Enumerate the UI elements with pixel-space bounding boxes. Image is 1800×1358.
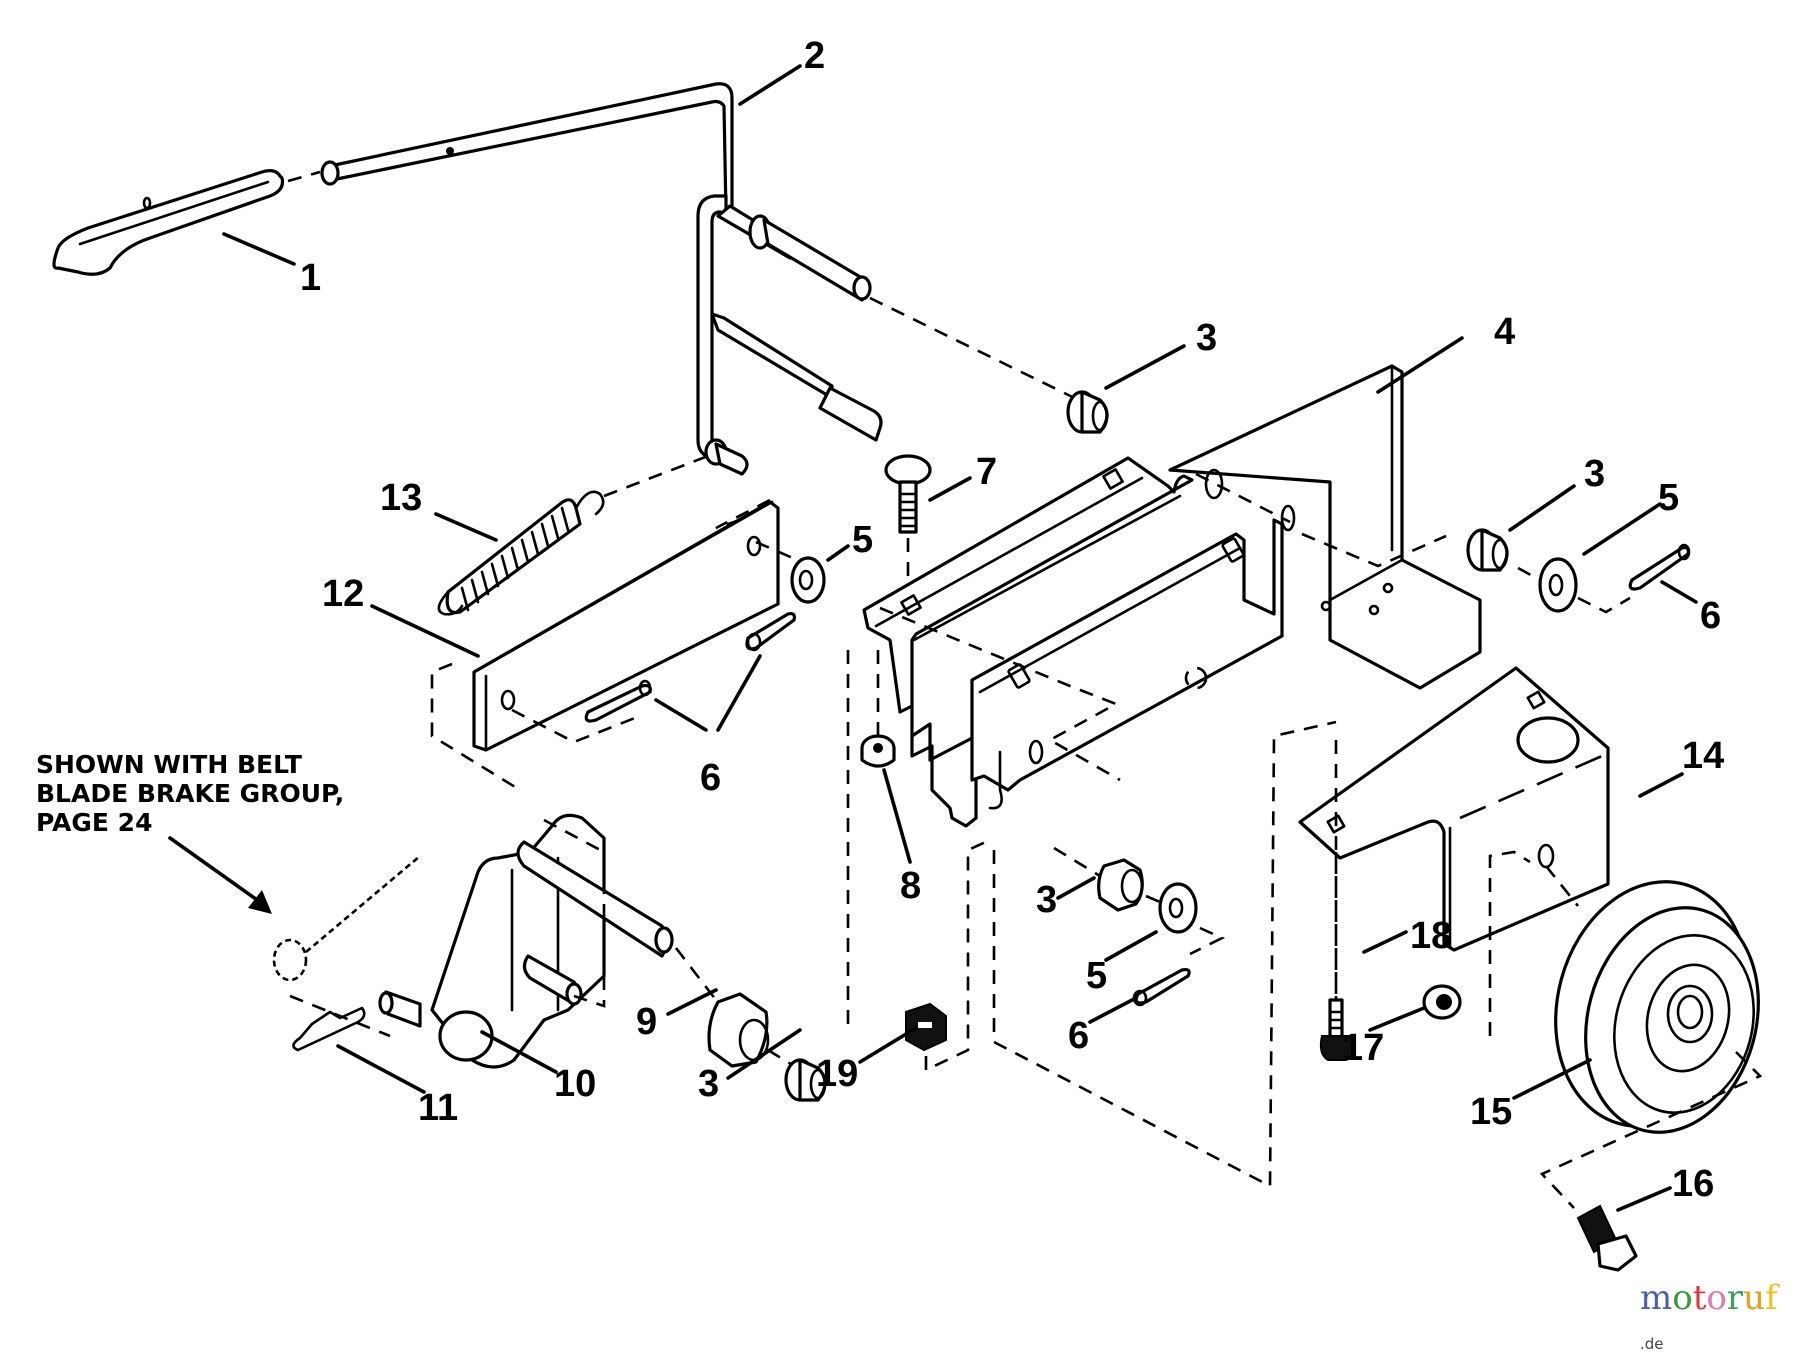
callout-18: 18: [1410, 915, 1452, 957]
part-6-cotter-pin-b[interactable]: [584, 679, 652, 723]
assembly-line: [1488, 850, 1580, 1036]
leader-lines: [222, 64, 1698, 1212]
part-1-handle-grip[interactable]: [52, 169, 285, 276]
part-14-pulley-bracket[interactable]: [1298, 666, 1610, 952]
part-15-pulley[interactable]: [1529, 860, 1783, 1152]
callout-17: 17: [1342, 1027, 1384, 1069]
callout-9: 9: [636, 1001, 657, 1043]
callout-5-right: 5: [1658, 477, 1679, 519]
callout-7: 7: [976, 451, 997, 493]
callout-19: 19: [816, 1053, 858, 1095]
watermark-letter: r: [1726, 1278, 1744, 1318]
callout-3-top: 3: [1196, 317, 1217, 359]
part-5-washer-b[interactable]: [1538, 557, 1578, 613]
assembly-line: [992, 720, 1337, 1189]
assembly-line: [846, 650, 880, 1026]
callouts: 1 2 3 4 3 5 6 7 5 13 12 6 8 11 10 9 3 19…: [300, 35, 1724, 1205]
callout-6-left: 6: [700, 757, 721, 799]
callout-15: 15: [1470, 1091, 1512, 1133]
parts-diagram: 1 2 3 4 3 5 6 7 5 13 12 6 8 11 10 9 3 19…: [52, 35, 1783, 1272]
part-6-cotter-pin-d[interactable]: [1132, 968, 1191, 1007]
callout-12: 12: [322, 573, 364, 615]
part-8-nut[interactable]: [860, 734, 896, 768]
callout-8: 8: [900, 865, 921, 907]
belt-brake-reference: [272, 855, 421, 982]
part-16-hex-bolt[interactable]: [1576, 1204, 1638, 1272]
part-12-plate[interactable]: [472, 500, 780, 752]
assembly-line: [924, 838, 991, 1073]
assembly-line: [1053, 846, 1226, 956]
assembly-line: [1195, 472, 1291, 524]
part-11-hairpin-clip[interactable]: [292, 1006, 366, 1052]
watermark-tld: .de: [1640, 1335, 1664, 1353]
part-5-washer-c[interactable]: [1158, 882, 1198, 934]
callout-13: 13: [380, 477, 422, 519]
callout-3-lower: 3: [1036, 879, 1057, 921]
assembly-line: [869, 296, 1096, 410]
watermark-letter: m: [1640, 1278, 1673, 1318]
assembly-line: [1517, 566, 1631, 614]
spring-coils: [460, 506, 570, 612]
part-7-carriage-bolt[interactable]: [884, 454, 932, 534]
part-10-lever-arm[interactable]: [378, 813, 674, 1069]
part-6-cotter-pin-a[interactable]: [745, 612, 796, 652]
callout-5-lower: 5: [1086, 955, 1107, 997]
assembly-line: [287, 170, 321, 183]
note-line-1: SHOWN WITH BELT: [36, 750, 302, 779]
part-18-bolt[interactable]: [1319, 998, 1355, 1061]
callout-4: 4: [1494, 311, 1515, 353]
callout-1: 1: [300, 257, 321, 299]
part-4-main-bracket[interactable]: [862, 364, 1482, 828]
watermark-letter: f: [1765, 1278, 1778, 1318]
part-3-bushing-b[interactable]: [1466, 528, 1509, 572]
callout-11: 11: [418, 1087, 458, 1129]
reference-note: SHOWN WITH BELT BLADE BRAKE GROUP, PAGE …: [36, 750, 344, 837]
watermark-letter: o: [1672, 1278, 1693, 1318]
bolt-threads: [898, 492, 918, 528]
note-line-2: BLADE BRAKE GROUP,: [36, 779, 345, 808]
assembly-line: [715, 498, 803, 564]
note-arrow-shaft: [168, 836, 262, 904]
assembly-line: [289, 994, 391, 1038]
watermark-letter: o: [1706, 1278, 1727, 1318]
watermark-logo: motoruf .de: [1640, 1278, 1800, 1358]
callout-3-right: 3: [1584, 453, 1605, 495]
part-17-lock-nut[interactable]: [1422, 984, 1462, 1020]
callout-16: 16: [1672, 1163, 1714, 1205]
part-3-bushing-a[interactable]: [1066, 390, 1109, 434]
note-line-3: PAGE 24: [36, 808, 153, 837]
callout-2: 2: [804, 35, 825, 77]
assembly-line: [430, 662, 521, 792]
assembly-line: [1539, 1051, 1763, 1209]
assembly-line: [767, 1048, 795, 1068]
callout-14: 14: [1682, 735, 1724, 777]
callout-10: 10: [554, 1063, 596, 1105]
watermark-letter: t: [1692, 1278, 1707, 1318]
part-2-lift-rod[interactable]: [320, 82, 883, 476]
note-arrow-head: [248, 890, 272, 914]
assembly-line: [543, 818, 606, 1008]
assembly-line: [1301, 532, 1447, 568]
part-13-spring[interactable]: [437, 490, 605, 616]
part-19-flange-nut[interactable]: [905, 1002, 947, 1052]
callout-5-left: 5: [852, 519, 873, 561]
callout-3-lower-left: 3: [698, 1063, 719, 1105]
part-3-bushing-d[interactable]: [1097, 858, 1144, 912]
callout-6-right: 6: [1700, 595, 1721, 637]
part-5-washer-a[interactable]: [790, 556, 826, 604]
part-3-bushing-c[interactable]: [784, 1058, 827, 1102]
callout-6-lower: 6: [1068, 1015, 1089, 1057]
watermark-letter: u: [1743, 1278, 1766, 1318]
part-6-cotter-pin-c[interactable]: [1628, 543, 1691, 591]
assembly-line: [603, 454, 709, 498]
